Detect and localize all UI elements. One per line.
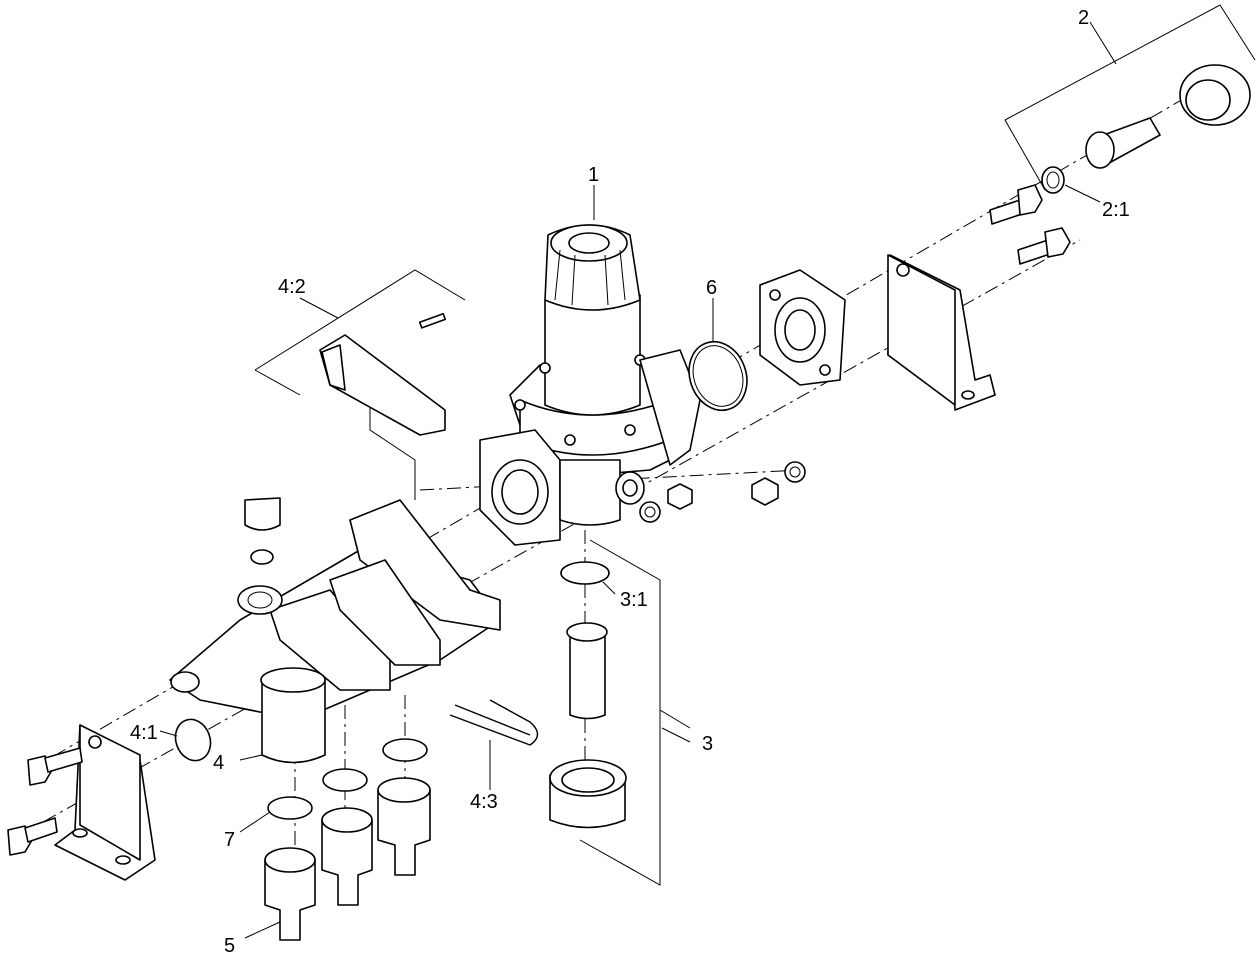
callout-2-1: 2:1 — [1102, 199, 1130, 221]
flange-adapter — [759, 269, 846, 386]
o-rings — [174, 561, 610, 820]
callout-3: 3 — [702, 733, 713, 755]
hose-tail-group-3 — [549, 622, 627, 829]
callout-7: 7 — [224, 829, 235, 851]
callout-4: 4 — [213, 752, 224, 774]
valve-manifold-4 — [169, 497, 501, 764]
lever-4-2 — [319, 312, 447, 436]
callout-1: 1 — [588, 164, 599, 186]
callout-4-3: 4:3 — [470, 791, 498, 813]
regulator-valve — [479, 224, 701, 546]
bolts-and-nuts — [639, 184, 1071, 523]
mounting-bracket-right — [887, 254, 996, 411]
spring-clip-4-3 — [449, 699, 539, 746]
callout-4-2: 4:2 — [278, 276, 306, 298]
outlet-connectors-5 — [264, 777, 431, 941]
callout-2: 2 — [1078, 7, 1089, 29]
callout-5: 5 — [224, 935, 235, 957]
callout-6: 6 — [706, 277, 717, 299]
callout-3-1: 3:1 — [620, 589, 648, 611]
callout-labels: 1 2 2:1 3 3:1 4 4:1 4:2 4:3 5 6 7 — [130, 7, 1130, 957]
mounting-bracket-left — [7, 724, 156, 881]
group-frames — [254, 4, 1256, 886]
hose-tail-group-2 — [1041, 64, 1251, 194]
leader-lines — [159, 184, 1101, 939]
o-ring-6 — [688, 340, 748, 412]
callout-4-1: 4:1 — [130, 722, 158, 744]
